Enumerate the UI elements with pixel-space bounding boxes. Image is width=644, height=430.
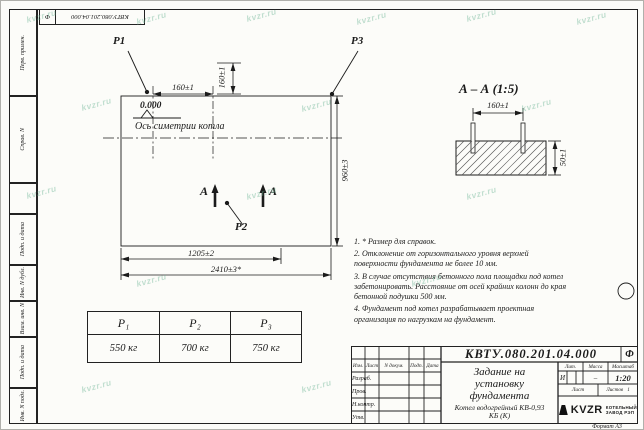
load-header-p3: P₃ bbox=[230, 312, 301, 335]
load-value-p1: 550 кг bbox=[109, 343, 138, 354]
tb-company-cell: KVZR КОТЕЛЬНЫЙ ЗАВОД РЭП bbox=[559, 397, 637, 423]
kvzr-logo-text: KVZR bbox=[570, 404, 603, 416]
dimension-160-vertical: 160±1 bbox=[216, 66, 227, 89]
symmetry-axis-label: Ось симетрии котла bbox=[135, 121, 225, 132]
point-label-p2: P2 bbox=[235, 221, 248, 233]
loads-table: P₁ P₂ P₃ 550 кг 700 кг 750 кг bbox=[87, 311, 302, 363]
tb-role-checker: Пров. bbox=[352, 388, 367, 395]
stamp-doc-number: КВТУ.080.201.04.000 bbox=[71, 13, 129, 21]
rotated-doc-stamp: КВТУ.080.201.04.000 Ф bbox=[39, 9, 145, 25]
section-view-pad bbox=[455, 122, 547, 176]
frame-column-cell: Подп. и дата bbox=[9, 337, 37, 388]
frame-column-cell: Подп. и дата bbox=[9, 214, 37, 265]
section-dim-160: 160±1 bbox=[487, 100, 509, 110]
point-label-p1: P1 bbox=[113, 35, 126, 47]
frame-column-label: Взам. инв. N bbox=[20, 303, 26, 335]
tb-role-norm-control: Н.контр. bbox=[352, 401, 376, 408]
elevation-label: 0.000 bbox=[140, 101, 162, 111]
tb-role-approver: Утв. bbox=[352, 414, 365, 421]
tb-scale-label: Масштаб bbox=[611, 363, 635, 370]
frame-column-cell: Справ. N bbox=[9, 96, 37, 183]
load-point-leaders bbox=[127, 50, 359, 226]
company-name: КОТЕЛЬНЫЙ ЗАВОД РЭП bbox=[606, 405, 637, 415]
company-name-line1: КОТЕЛЬНЫЙ bbox=[605, 405, 637, 410]
tb-scale-value: 1:20 bbox=[615, 372, 631, 383]
tb-sheets-label: Листов bbox=[606, 387, 624, 393]
frame-column-label: Подп. и дата bbox=[20, 345, 26, 380]
dimension-2410: 2410±3* bbox=[210, 264, 242, 274]
tb-product: Котел водогрейный КВ-0,93 КБ (К) bbox=[454, 402, 545, 421]
elevation-mark bbox=[133, 109, 181, 119]
frame-column-label: Справ. N bbox=[20, 128, 26, 151]
tb-col-izm: Изм. bbox=[352, 362, 364, 369]
frame-column-cell: Взам. инв. N bbox=[9, 301, 37, 337]
frame-column-label: Подп. и дата bbox=[20, 222, 26, 257]
dimension-1205: 1205±2 bbox=[188, 248, 214, 258]
section-cut-marks bbox=[211, 184, 267, 207]
note-line: 1. * Размер для справок. bbox=[354, 237, 437, 246]
tb-mass-value: – bbox=[593, 373, 598, 382]
kvzr-logo-icon bbox=[559, 405, 568, 415]
tb-sheets-value: 1 bbox=[627, 387, 630, 393]
stamp-letter: Ф bbox=[40, 10, 56, 24]
section-cut-letter-right: А bbox=[269, 184, 278, 198]
frame-column-cell: Инв. N подл. bbox=[9, 388, 37, 424]
tb-col-list: Лист bbox=[365, 362, 379, 369]
format-label: Формат А3 bbox=[592, 424, 622, 430]
point-label-p3: P3 bbox=[351, 35, 364, 47]
load-header-p1: P₁ bbox=[88, 312, 159, 335]
dimension-160-top: 160±1 bbox=[172, 82, 194, 92]
tb-col-sign: Подп. bbox=[410, 362, 423, 369]
tb-lit-value: И bbox=[559, 373, 566, 382]
frame-column-cell: Инв. N дубл. bbox=[9, 265, 37, 301]
section-dim-50: 50±1 bbox=[557, 148, 568, 167]
tb-sheets-cell: Листов 1 bbox=[598, 384, 638, 396]
section-dimensions bbox=[472, 108, 561, 176]
note-line: 3. В случае отсутствия бетонного пола пл… bbox=[354, 271, 567, 302]
tb-col-date: Дата bbox=[426, 362, 439, 369]
zone-circle bbox=[617, 282, 635, 300]
frame-column-label: Перв. примен. bbox=[20, 34, 26, 71]
notes-block: 1. * Размер для справок. 2. Отклонение о… bbox=[354, 237, 567, 327]
section-cut-letter-left: А bbox=[200, 184, 209, 198]
tb-lit-label: Лит. bbox=[564, 363, 577, 370]
tb-col-doc: N докум. bbox=[384, 362, 404, 369]
section-view-title: А – А (1:5) bbox=[459, 81, 519, 96]
section-hatching bbox=[455, 140, 547, 176]
title-block-grid bbox=[351, 346, 638, 424]
note-line: 4. Фундамент под котел разрабатывает про… bbox=[354, 304, 535, 324]
note-line: 2. Отклонение от горизонтального уровня … bbox=[354, 249, 529, 269]
dimension-960: 960±3 bbox=[339, 159, 350, 182]
tb-title: Задание на установку фундамента bbox=[469, 366, 530, 403]
tb-role-developer: Разраб. bbox=[352, 375, 372, 382]
tb-sheet-label: Лист bbox=[571, 387, 585, 393]
frame-column-cell bbox=[9, 183, 37, 214]
company-name-line2: ЗАВОД РЭП bbox=[605, 410, 635, 415]
frame-column-label: Инв. N подл. bbox=[20, 390, 26, 422]
load-value-p2: 700 кг bbox=[159, 335, 230, 362]
frame-column-label: Инв. N дубл. bbox=[20, 267, 26, 299]
tb-title-cell: Задание на установку фундамента Котел во… bbox=[441, 362, 558, 424]
load-header-p2: P₂ bbox=[159, 312, 230, 335]
doc-number: КВТУ.080.201.04.000 bbox=[465, 346, 597, 361]
frame-column-cell: Перв. примен. bbox=[9, 9, 37, 96]
foundation-plan-outline bbox=[103, 86, 345, 247]
tb-mass-label: Масса bbox=[588, 363, 603, 370]
load-value-p3: 750 кг bbox=[230, 335, 301, 362]
doc-letter: Ф bbox=[625, 348, 634, 360]
